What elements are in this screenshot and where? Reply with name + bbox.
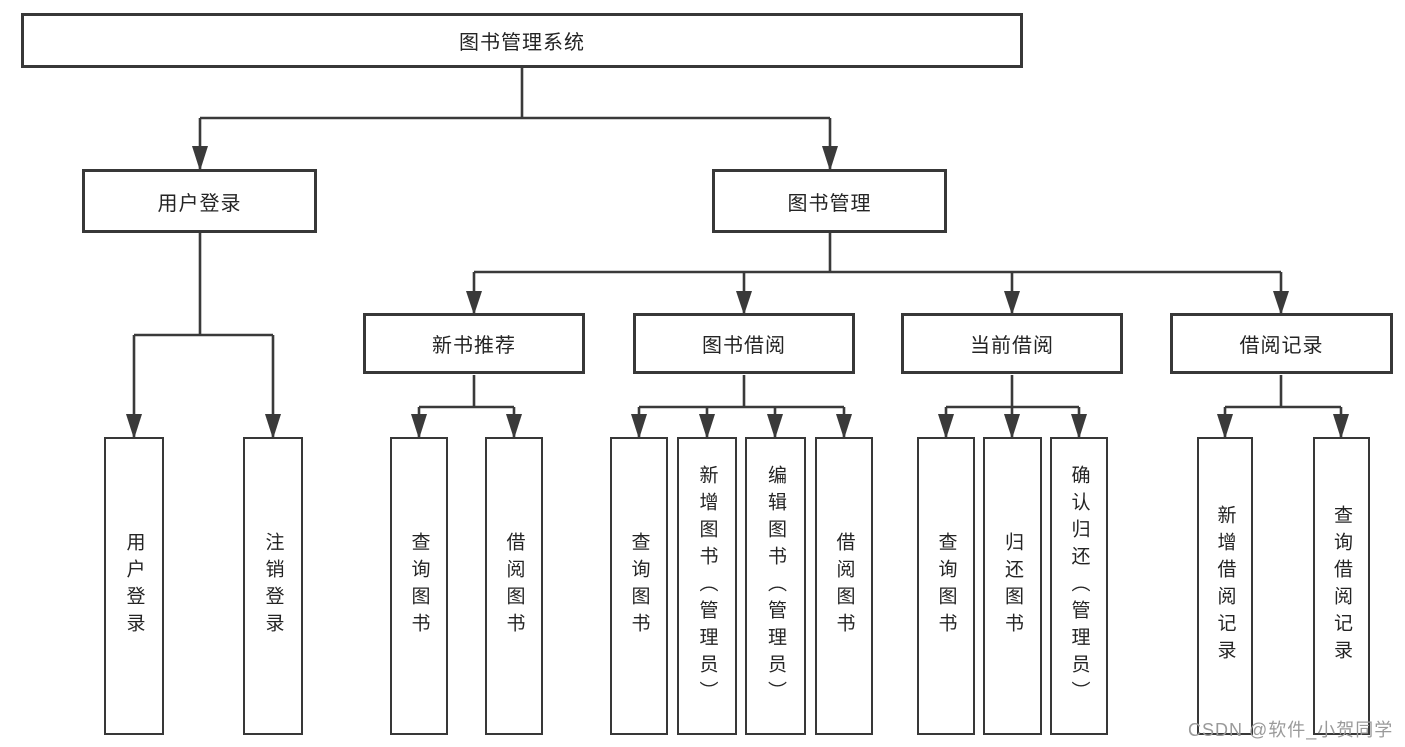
leaf-user-login: 用户登录	[104, 437, 164, 735]
leaf-add-books-admin: 新增图书（管理员）	[677, 437, 737, 735]
leaf-borrow-books: 借阅图书	[815, 437, 873, 735]
leaf-recommend-query-books: 查询图书	[390, 437, 448, 735]
node-current-borrow: 当前借阅	[901, 313, 1123, 374]
leaf-add-borrow-record-label: 新增借阅记录	[1214, 505, 1236, 667]
leaf-edit-books-admin-label: 编辑图书（管理员）	[765, 464, 786, 708]
node-new-book-recommend-label: 新书推荐	[432, 335, 516, 357]
node-borrow-records: 借阅记录	[1170, 313, 1393, 374]
node-user-login-label: 用户登录	[157, 192, 242, 215]
leaf-return-books-label: 归还图书	[1002, 532, 1023, 640]
csdn-watermark: CSDN @软件_小贺同学	[1188, 720, 1394, 740]
leaf-recommend-borrow-books-label: 借阅图书	[503, 532, 525, 640]
leaf-logout: 注销登录	[243, 437, 303, 735]
leaf-current-query-books-label: 查询图书	[935, 532, 957, 640]
node-book-management: 图书管理	[712, 169, 947, 233]
leaf-confirm-return-admin-label: 确认归还（管理员）	[1068, 464, 1090, 708]
leaf-borrow-books-label: 借阅图书	[833, 532, 855, 640]
leaf-borrow-query-books-label: 查询图书	[628, 532, 650, 640]
node-root-label: 图书管理系统	[459, 32, 585, 54]
leaf-return-books: 归还图书	[983, 437, 1042, 735]
leaf-query-borrow-record: 查询借阅记录	[1313, 437, 1370, 735]
leaf-add-borrow-record: 新增借阅记录	[1197, 437, 1253, 735]
leaf-logout-label: 注销登录	[262, 532, 284, 640]
leaf-user-login-label: 用户登录	[123, 532, 145, 640]
node-book-borrow: 图书借阅	[633, 313, 855, 374]
leaf-query-borrow-record-label: 查询借阅记录	[1331, 505, 1352, 667]
leaf-borrow-query-books: 查询图书	[610, 437, 668, 735]
node-borrow-records-label: 借阅记录	[1239, 335, 1324, 357]
leaf-confirm-return-admin: 确认归还（管理员）	[1050, 437, 1108, 735]
node-current-borrow-label: 当前借阅	[970, 335, 1054, 357]
node-book-borrow-label: 图书借阅	[702, 335, 786, 357]
leaf-current-query-books: 查询图书	[917, 437, 975, 735]
node-book-management-label: 图书管理	[787, 192, 872, 215]
node-root: 图书管理系统	[21, 13, 1023, 68]
node-user-login: 用户登录	[82, 169, 317, 233]
node-new-book-recommend: 新书推荐	[363, 313, 585, 374]
leaf-edit-books-admin: 编辑图书（管理员）	[745, 437, 806, 735]
leaf-recommend-query-books-label: 查询图书	[408, 532, 430, 640]
leaf-add-books-admin-label: 新增图书（管理员）	[696, 464, 718, 708]
leaf-recommend-borrow-books: 借阅图书	[485, 437, 543, 735]
arrowheads	[126, 146, 1349, 439]
